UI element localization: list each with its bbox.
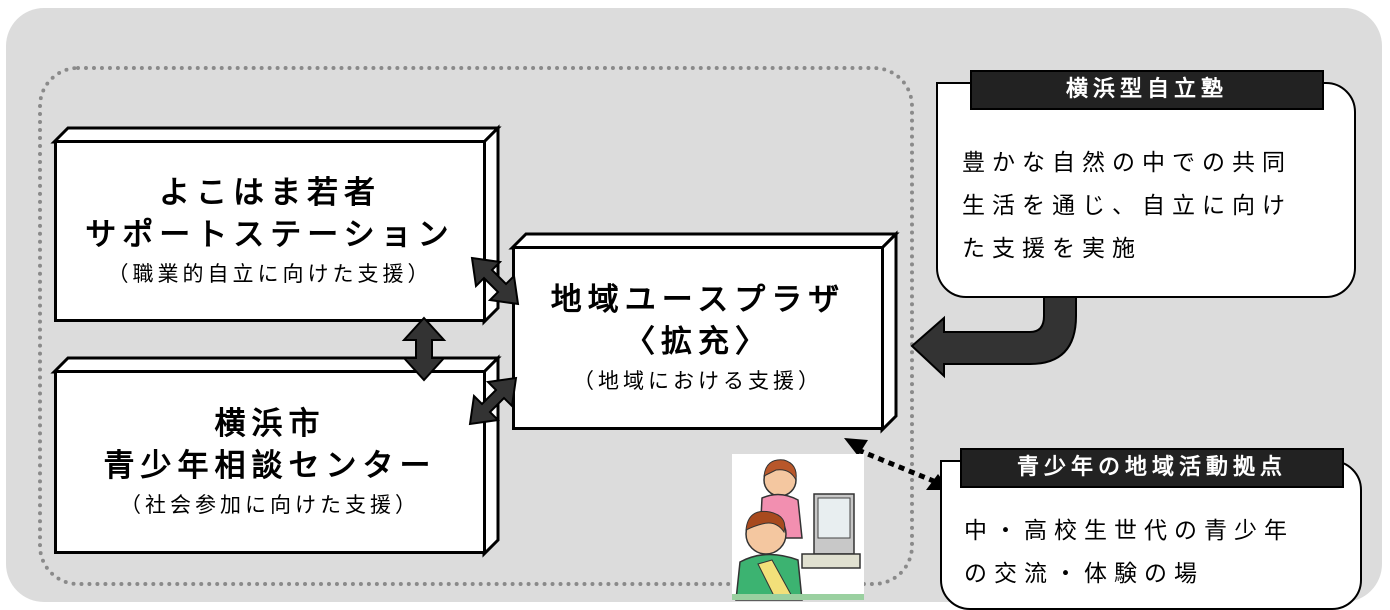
jiritsu-juku-header: 横浜型自立塾 xyxy=(970,70,1324,110)
children-at-computer-icon xyxy=(732,454,864,601)
youth-plaza-title-2: 〈拡充〉 xyxy=(624,324,772,360)
activity-base-header: 青少年の地域活動拠点 xyxy=(960,448,1344,488)
diagonal-arrow-upper xyxy=(470,256,520,306)
support-station-subtitle: （職業的自立に向けた支援） xyxy=(107,262,433,286)
support-station-title-2: サポートステーション xyxy=(85,217,455,253)
activity-base-line-1: 中・高校生世代の青少年 xyxy=(964,518,1294,544)
counseling-center-title-2: 青少年相談センター xyxy=(103,448,437,484)
counseling-center-subtitle: （社会参加に向けた支援） xyxy=(120,493,420,517)
youth-plaza-title-1: 地域ユースプラザ xyxy=(550,282,846,318)
activity-base-panel: 青少年の地域活動拠点 中・高校生世代の青少年 の交流・体験の場 xyxy=(940,448,1362,610)
activity-base-description: 中・高校生世代の青少年 の交流・体験の場 xyxy=(964,510,1294,596)
jiritsu-juku-line-1: 豊かな自然の中での共同 xyxy=(962,150,1292,176)
activity-base-line-2: の交流・体験の場 xyxy=(964,561,1204,587)
vertical-double-arrow xyxy=(401,316,447,382)
youth-plaza-subtitle: （地域における支援） xyxy=(573,369,823,393)
youth-plaza-box: 地域ユースプラザ 〈拡充〉 （地域における支援） xyxy=(508,230,900,434)
diagonal-arrow-lower xyxy=(468,376,518,426)
yokohama-support-station-box: よこはま若者 サポートステーション （職業的自立に向けた支援） xyxy=(50,124,502,326)
network-boundary xyxy=(38,66,914,586)
jiritsu-juku-line-2: 生活を通じ、自立に向け xyxy=(962,193,1292,219)
jiritsu-juku-line-3: た支援を実施 xyxy=(962,236,1142,262)
jiritsu-juku-panel: 横浜型自立塾 豊かな自然の中での共同 生活を通じ、自立に向け た支援を実施 xyxy=(936,70,1356,298)
jiritsu-juku-description: 豊かな自然の中での共同 生活を通じ、自立に向け た支援を実施 xyxy=(962,142,1292,271)
support-station-title-1: よこはま若者 xyxy=(159,175,381,211)
youth-counseling-center-box: 横浜市 青少年相談センター （社会参加に向けた支援） xyxy=(50,354,502,558)
counseling-center-title-1: 横浜市 xyxy=(214,406,326,442)
